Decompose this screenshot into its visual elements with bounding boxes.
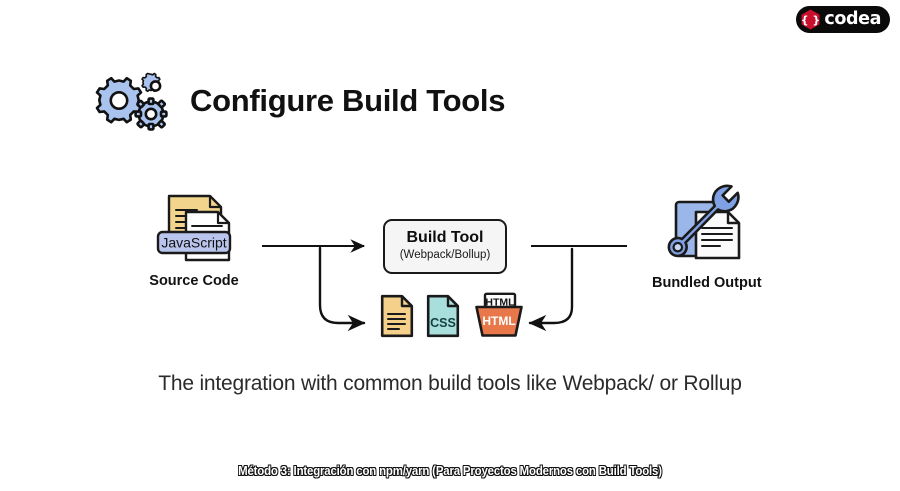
- build-tool-title: Build Tool: [406, 229, 484, 247]
- brand-logo[interactable]: { } codea: [796, 6, 890, 33]
- build-tool-box[interactable]: Build Tool (Webpack/Bollup): [383, 219, 507, 274]
- javascript-source-file-icon: JavaScript: [140, 188, 248, 266]
- arrow-output-to-html: [528, 247, 574, 332]
- html-top-label: HTML: [485, 297, 515, 309]
- build-tool-subtitle: (Webpack/Bollup): [399, 249, 491, 262]
- css-file-icon: CSS: [426, 294, 460, 338]
- wrench-document-icon: [652, 182, 760, 268]
- html-file-icon: HTML HTML: [472, 292, 526, 338]
- node-source-code: JavaScript Source Code: [140, 188, 248, 289]
- generic-document-file-icon: [380, 294, 414, 338]
- gears-icon: [93, 70, 171, 132]
- bottom-caption: Método 3: Integración con npm/yarn (Para…: [238, 462, 663, 478]
- svg-text:{ }: { }: [801, 14, 820, 27]
- diagram-arrows: [262, 239, 627, 332]
- bundled-output-label: Bundled Output: [652, 275, 762, 291]
- output-files-row: CSS HTML HTML: [380, 292, 526, 338]
- arrow-build-to-files: [318, 246, 366, 332]
- node-bundled-output: Bundled Output: [652, 182, 762, 291]
- page-title: Configure Build Tools: [190, 83, 506, 118]
- tagline-text: The integration with common build tools …: [158, 372, 742, 395]
- braces-hexagon-icon: { }: [801, 9, 820, 30]
- javascript-badge-label: JavaScript: [161, 235, 226, 251]
- brand-wordmark: codea: [824, 8, 881, 29]
- page-header: Configure Build Tools: [93, 70, 505, 132]
- source-code-label: Source Code: [149, 273, 239, 289]
- html-bottom-label: HTML: [482, 314, 515, 328]
- css-file-label: CSS: [430, 316, 456, 330]
